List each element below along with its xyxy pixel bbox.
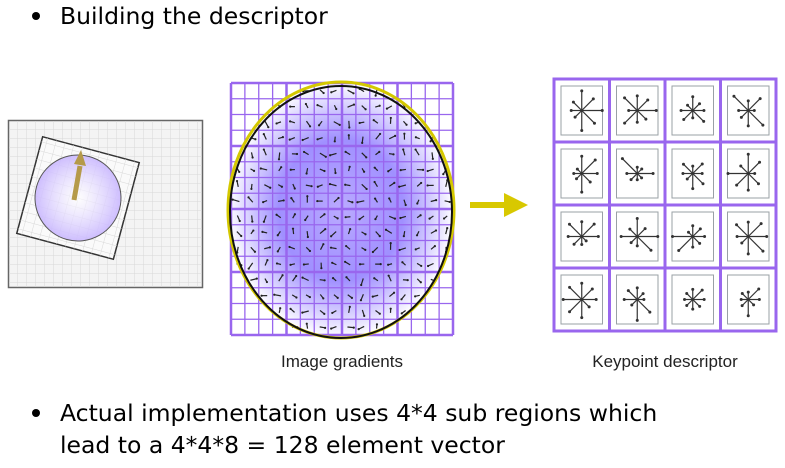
right-arrow-icon: [470, 193, 528, 217]
orientation-arrow-icon: [71, 150, 86, 201]
bullet-bottom-line1: Actual implementation uses 4*4 sub regio…: [60, 399, 658, 427]
window-outline-dark: [229, 85, 453, 339]
keypoint-patch-figure: [7, 119, 204, 289]
gradients-caption: Image gradients: [281, 352, 403, 371]
bullet-top: Building the descriptor: [32, 0, 328, 32]
image-gradients-figure: [226, 80, 456, 340]
bullet-dot-icon: [32, 12, 40, 20]
keypoint-descriptor-figure: [552, 77, 778, 333]
rotated-patch: [15, 135, 141, 261]
bullet-bottom-line2: lead to a 4*4*8 = 128 element vector: [60, 431, 505, 459]
descriptor-histograms: [561, 89, 769, 322]
bullet-top-text: Building the descriptor: [60, 2, 328, 30]
bullet-dot-icon: [32, 409, 40, 417]
bullet-bottom-text: Actual implementation uses 4*4 sub regio…: [60, 397, 657, 461]
bullet-bottom: Actual implementation uses 4*4 sub regio…: [32, 397, 657, 461]
descriptor-caption: Keypoint descriptor: [592, 352, 738, 371]
gradient-arrows: [231, 87, 451, 331]
